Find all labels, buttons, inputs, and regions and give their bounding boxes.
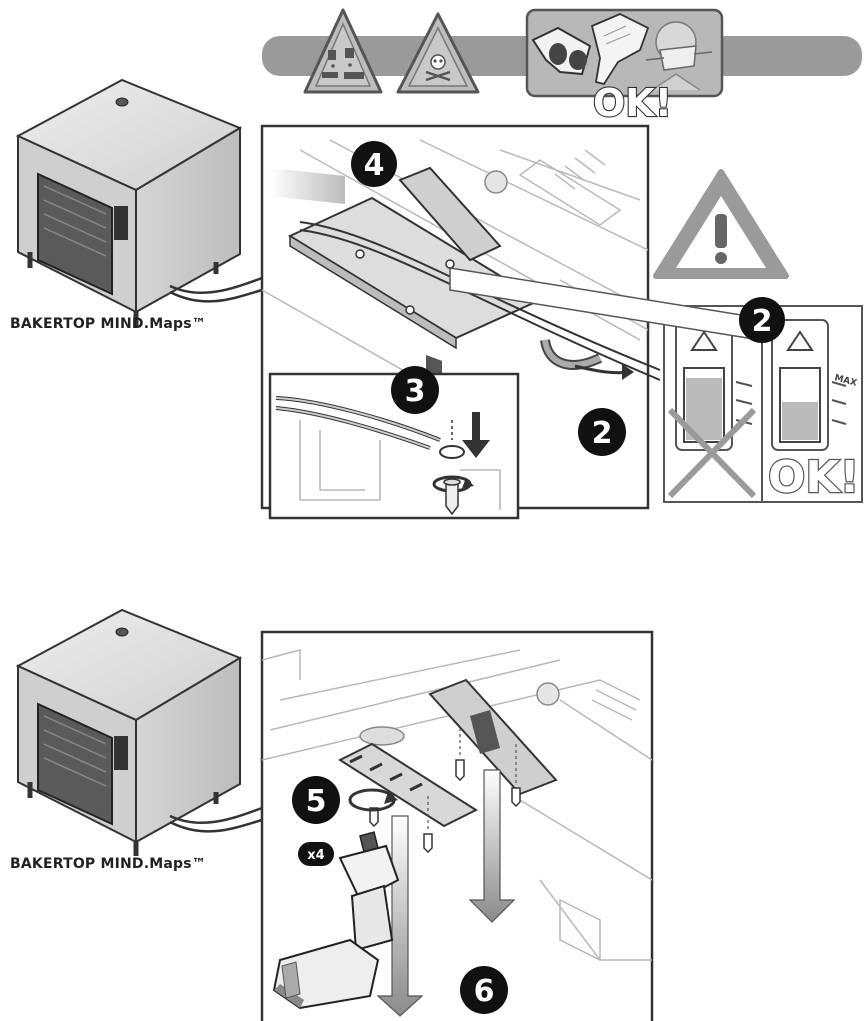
- screw-icon: [369, 759, 521, 854]
- svg-text:5: 5: [306, 784, 327, 819]
- removal-arrow-left: [376, 815, 424, 1017]
- warning-triangle-icon: [653, 169, 789, 279]
- inset-ok-label: OK!: [768, 452, 860, 503]
- corrosive-warning-icon: [303, 8, 383, 94]
- step-badge-6: 6: [460, 966, 508, 1014]
- product-label-top: BAKERTOP MIND.Maps™: [10, 316, 206, 332]
- svg-text:4: 4: [364, 148, 385, 183]
- step-badge-2-inset: 2: [739, 297, 785, 343]
- screw-count-badge: x4: [298, 842, 334, 866]
- step-badge-2: 2: [578, 408, 626, 456]
- svg-text:6: 6: [474, 974, 495, 1009]
- step-badge-5: 5: [292, 776, 340, 824]
- svg-text:x4: x4: [307, 848, 324, 863]
- product-label-bottom: BAKERTOP MIND.Maps™: [10, 856, 206, 872]
- safety-header: OK!: [262, 8, 862, 126]
- step-badge-4: 4: [351, 141, 397, 187]
- oven-top-illustration: [15, 78, 263, 326]
- step-badge-3: 3: [391, 366, 439, 414]
- cordless-drill-icon: [272, 831, 400, 1010]
- removal-arrow-right: [468, 769, 516, 923]
- svg-text:2: 2: [752, 304, 773, 339]
- ppe-ok-label: OK!: [593, 81, 672, 125]
- oven-bottom-illustration: [15, 608, 263, 856]
- ppe-box: [525, 8, 724, 98]
- svg-text:3: 3: [405, 374, 426, 409]
- wrong-x-mark: [667, 407, 757, 499]
- pull-out-arrow: [270, 168, 345, 204]
- svg-text:2: 2: [592, 416, 613, 451]
- toxic-warning-icon: [396, 12, 480, 94]
- safety-glasses-icon: [531, 26, 592, 76]
- face-mask-icon: [645, 21, 713, 91]
- protective-gloves-icon: [590, 13, 650, 86]
